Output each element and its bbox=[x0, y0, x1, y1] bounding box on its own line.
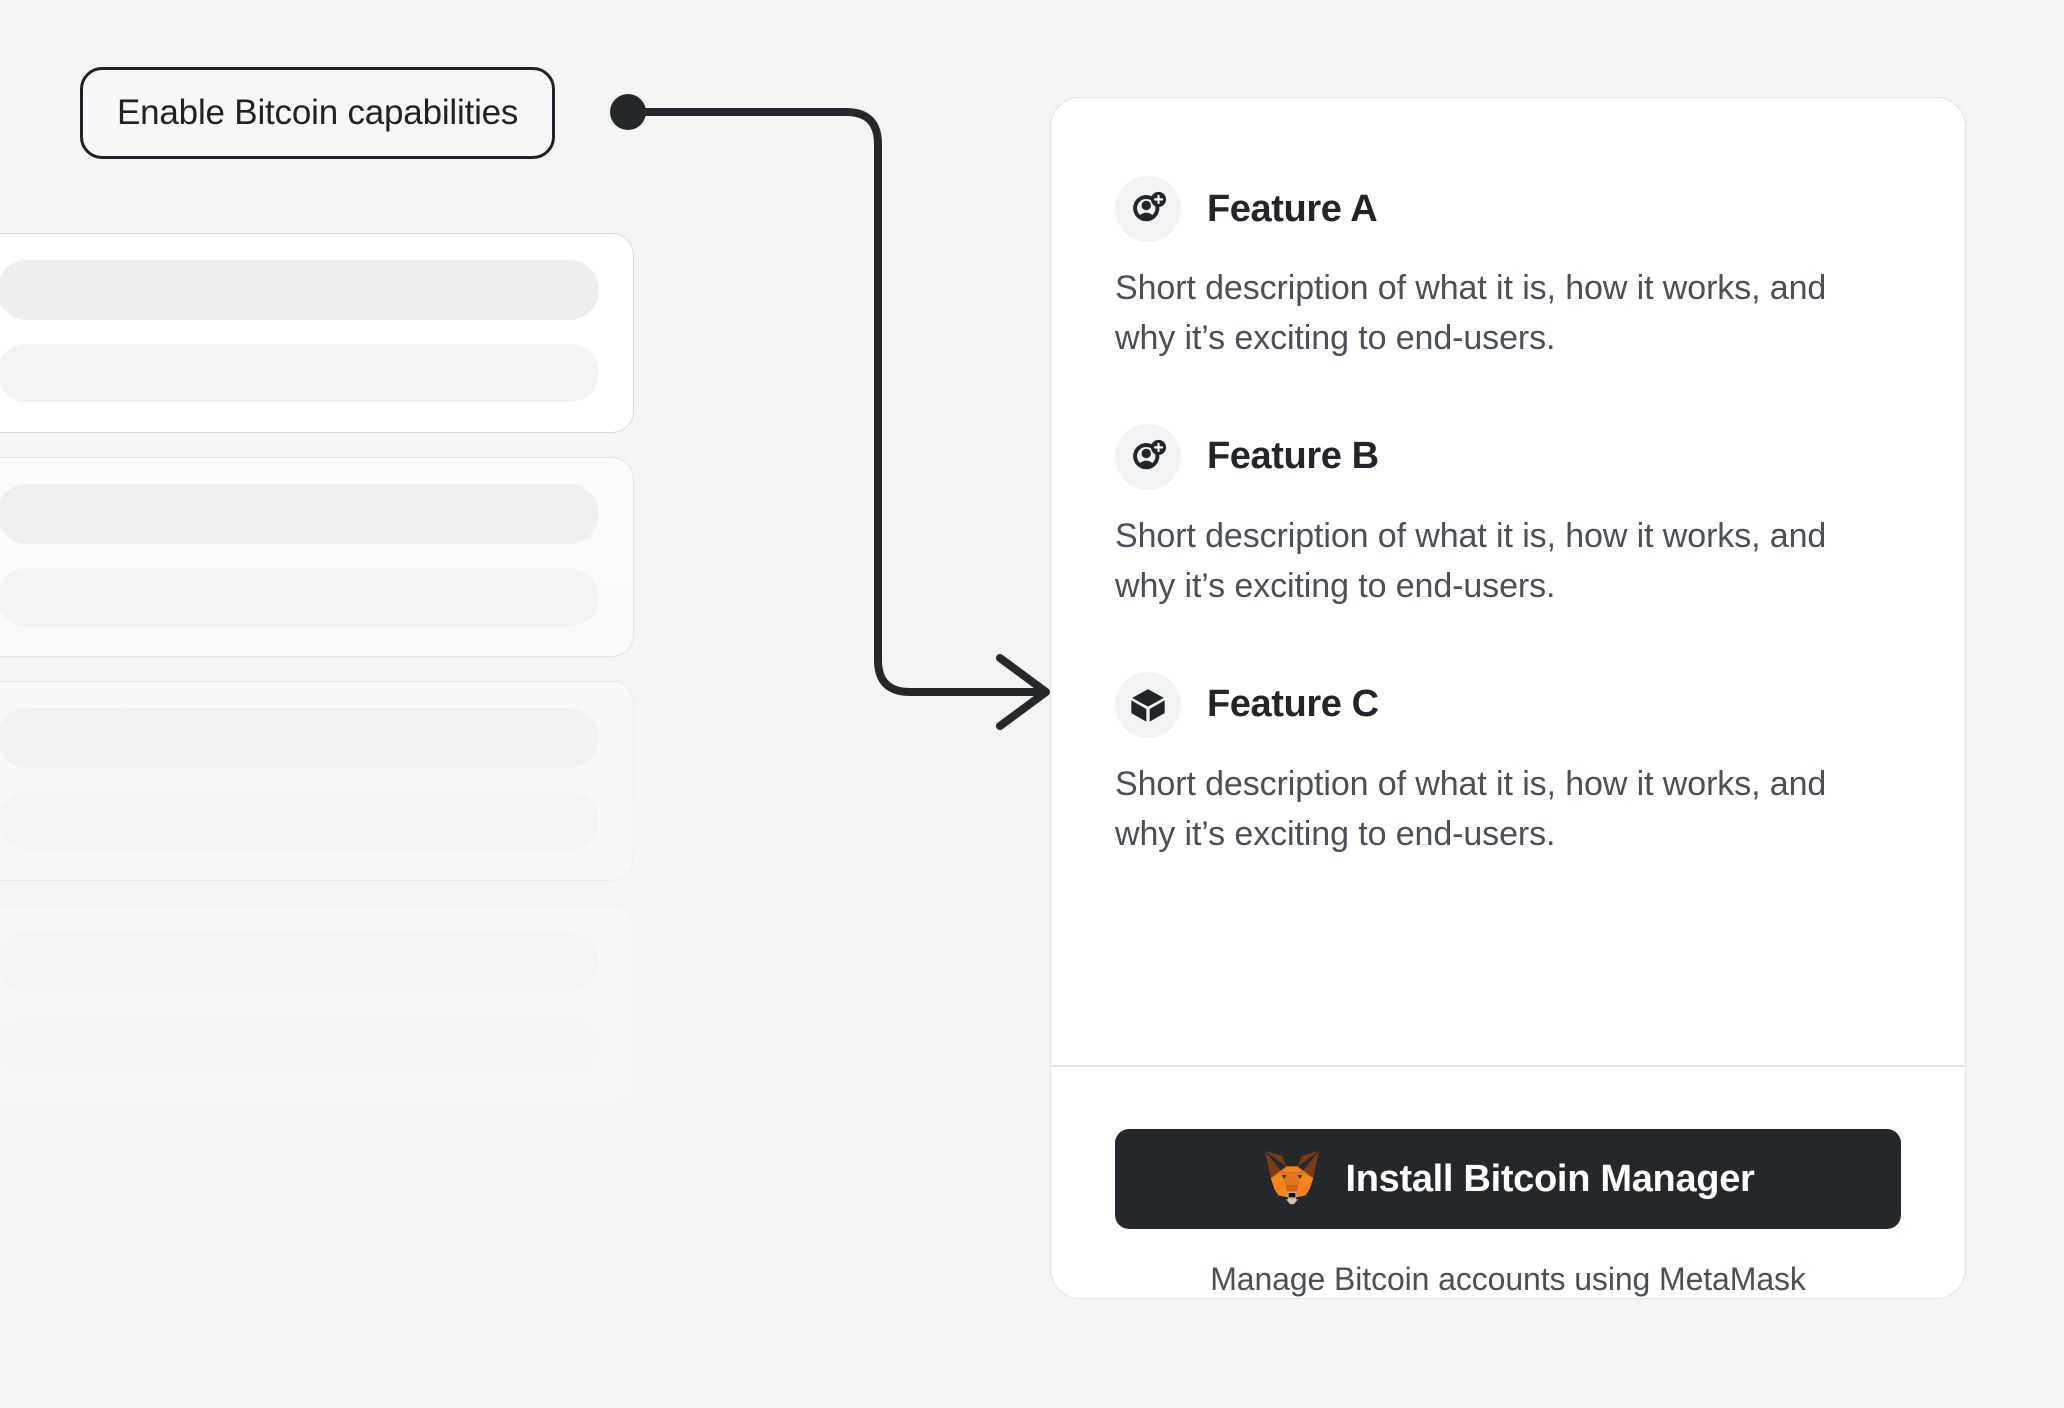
feature-block: Feature B Short description of what it i… bbox=[1115, 423, 1901, 612]
skeleton-card bbox=[0, 1129, 634, 1329]
feature-description: Short description of what it is, how it … bbox=[1115, 764, 1827, 853]
feature-header: Feature C bbox=[1115, 671, 1901, 738]
callout-enable-bitcoin-capabilities[interactable]: Enable Bitcoin capabilities bbox=[80, 67, 556, 159]
card-footer: Install Bitcoin Manager Manage Bitcoin a… bbox=[1051, 1067, 1965, 1298]
footer-note: Manage Bitcoin accounts using MetaMask bbox=[1210, 1261, 1806, 1297]
skeleton-card bbox=[0, 1353, 634, 1408]
feature-header: Feature A bbox=[1115, 176, 1901, 242]
cube-icon bbox=[1115, 671, 1181, 738]
feature-block: Feature A Short description of what it i… bbox=[1115, 176, 1901, 364]
skeleton-bar-secondary bbox=[0, 792, 599, 850]
feature-title: Feature B bbox=[1207, 435, 1379, 478]
install-bitcoin-manager-button[interactable]: Install Bitcoin Manager bbox=[1115, 1129, 1901, 1229]
skeleton-bar-secondary bbox=[0, 1240, 599, 1298]
connector-dot-icon bbox=[610, 94, 646, 130]
skeleton-card bbox=[0, 681, 634, 881]
skeleton-bar-primary bbox=[0, 932, 599, 992]
callout-label: Enable Bitcoin capabilities bbox=[117, 93, 519, 132]
skeleton-bar-primary bbox=[0, 484, 599, 544]
skeleton-bar-primary bbox=[0, 1380, 599, 1408]
skeleton-bar-secondary bbox=[0, 344, 599, 402]
feature-title: Feature A bbox=[1207, 187, 1378, 230]
skeleton-bar-primary bbox=[0, 708, 599, 768]
feature-header: Feature B bbox=[1115, 423, 1901, 490]
feature-list: Feature A Short description of what it i… bbox=[1051, 98, 1965, 1009]
feature-block: Feature C Short description of what it i… bbox=[1115, 671, 1901, 860]
skeleton-card bbox=[0, 905, 634, 1105]
skeleton-bar-secondary bbox=[0, 1016, 599, 1074]
skeleton-card bbox=[0, 457, 634, 657]
background-skeleton-list bbox=[0, 233, 634, 1408]
add-user-icon bbox=[1115, 176, 1181, 242]
skeleton-bar-secondary bbox=[0, 568, 599, 626]
install-button-label: Install Bitcoin Manager bbox=[1345, 1157, 1755, 1200]
bitcoin-features-card: Feature A Short description of what it i… bbox=[1050, 97, 1966, 1299]
add-user-icon bbox=[1115, 423, 1181, 490]
skeleton-card bbox=[0, 233, 634, 433]
card-divider bbox=[1051, 1065, 1965, 1067]
feature-title: Feature C bbox=[1207, 683, 1379, 726]
skeleton-bar-primary bbox=[0, 260, 599, 320]
feature-description: Short description of what it is, how it … bbox=[1115, 269, 1827, 357]
skeleton-bar-primary bbox=[0, 1156, 599, 1216]
feature-description: Short description of what it is, how it … bbox=[1115, 516, 1827, 605]
metamask-fox-icon bbox=[1261, 1149, 1323, 1210]
